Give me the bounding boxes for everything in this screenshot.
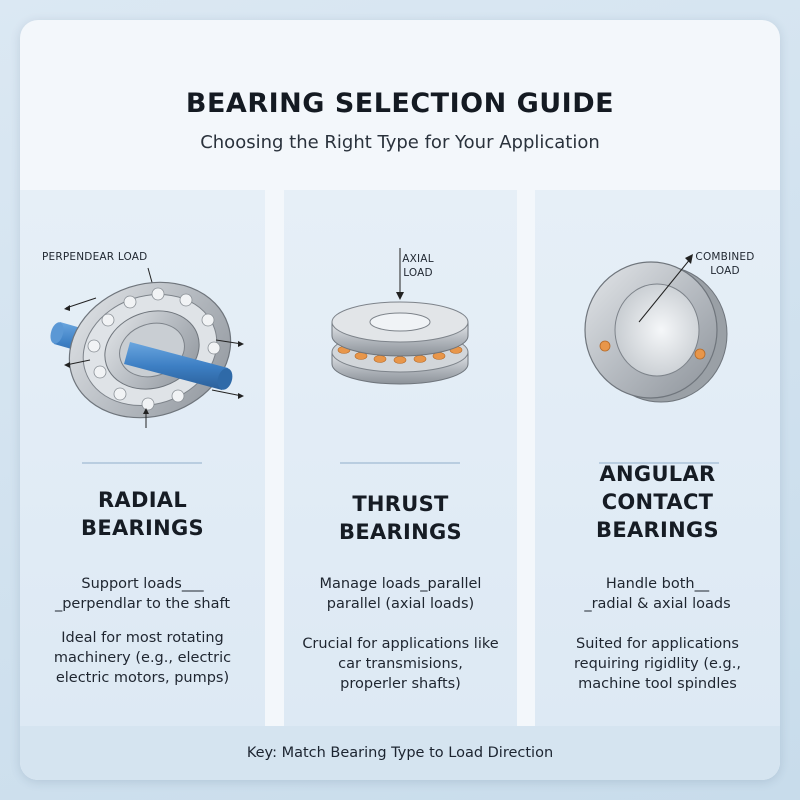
thrust-description: Manage loads_parallel parallel (axial lo… xyxy=(319,576,482,612)
page-subtitle: Choosing the Right Type for Your Applica… xyxy=(200,132,600,153)
heading-thrust: THRUST BEARINGS xyxy=(339,492,462,544)
angular-description: Handle both__ _radial & axial loads xyxy=(584,576,731,612)
heading-radial: RADIAL BEARINGS xyxy=(81,488,204,540)
divider xyxy=(82,462,202,464)
radial-description: Support loads___ _perpendlar to the shaf… xyxy=(54,576,231,612)
footer-key: Key: Match Bearing Type to Load Directio… xyxy=(20,726,780,780)
thrust-application: Crucial for applications like car transm… xyxy=(302,636,499,692)
axial-load-label: AXIAL LOAD xyxy=(402,253,434,279)
panel-thrust: AXIAL LOAD xyxy=(284,190,517,726)
thrust-bearing-icon xyxy=(331,248,469,385)
radial-load-label: PERPENDEAR LOAD xyxy=(42,251,148,263)
panel-radial: PERPENDEAR LOAD xyxy=(20,190,265,726)
page-title: BEARING SELECTION GUIDE xyxy=(185,88,615,119)
radial-bearing-icon xyxy=(50,267,244,428)
angular-contact-bearing-icon xyxy=(584,254,728,403)
heading-angular-contact: ANGULAR CONTACT BEARINGS xyxy=(596,462,719,542)
radial-application: Ideal for most rotating machinery (e.g.,… xyxy=(53,630,232,686)
panel-angular-contact: COMBINED LOAD xyxy=(535,190,780,726)
angular-application: Suited for applications requiring rigidl… xyxy=(574,636,741,692)
divider xyxy=(599,462,719,464)
combined-load-label: COMBINED LOAD xyxy=(695,251,755,277)
divider xyxy=(340,462,460,464)
guide-card: BEARING SELECTION GUIDE Choosing the Rig… xyxy=(20,20,780,780)
